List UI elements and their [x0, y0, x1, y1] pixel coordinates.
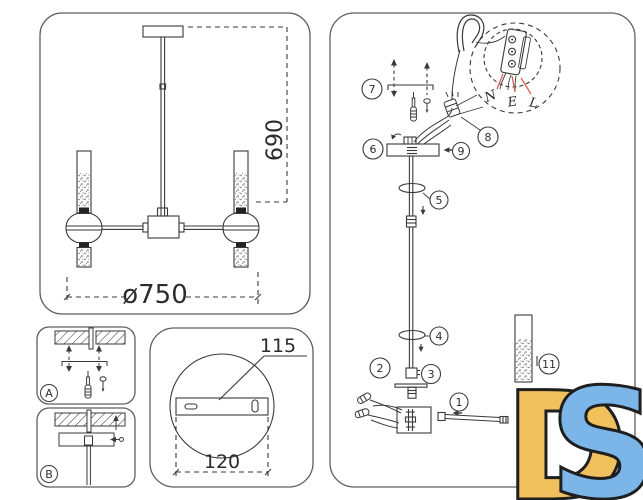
- slot-spacing-label: 115: [260, 335, 296, 357]
- step-b-badge: [40, 465, 58, 483]
- leader-e: [511, 75, 516, 93]
- ring-upper: [398, 182, 431, 215]
- callout-8: 8: [485, 131, 492, 144]
- left-lamp: [65, 150, 103, 268]
- step-a-label: A: [45, 387, 53, 400]
- leader-n: [496, 73, 504, 90]
- terminal-block: [500, 28, 531, 76]
- screwdriver-icon: [410, 92, 417, 122]
- height-dimension-label: 690: [263, 119, 288, 161]
- rod-joint: [159, 83, 167, 90]
- hanging-rod: [405, 156, 417, 368]
- canopy-assembly: [386, 133, 452, 157]
- anchor-screw: [88, 327, 94, 350]
- step-b-label: B: [45, 468, 53, 481]
- callout-6: 6: [370, 143, 377, 156]
- callout-7: 7: [369, 83, 376, 96]
- callout-2: 2: [377, 362, 384, 375]
- callouts: [361, 78, 560, 412]
- right-lamp: [222, 150, 260, 268]
- arm-rod: [437, 410, 509, 424]
- ceiling-hatch-right: [95, 330, 126, 345]
- ceiling-hook: [456, 14, 485, 53]
- bracket-detail-panel: 115 120: [149, 327, 314, 488]
- hub-assembly: [394, 367, 432, 434]
- rod-head: [84, 435, 93, 446]
- diameter-dimension-label: ø750: [122, 280, 188, 310]
- callout-3: 3: [428, 368, 435, 381]
- set-screw-icon: [119, 437, 124, 442]
- overview-panel-border: [39, 12, 311, 315]
- bracket-step: [387, 59, 434, 122]
- step-b-panel: B: [36, 407, 136, 488]
- height-dimension: [188, 26, 288, 203]
- cable-clamp: [403, 136, 417, 145]
- callout-5: 5: [436, 194, 443, 207]
- callout-4: 4: [436, 330, 443, 343]
- terminal-l-label: L: [527, 95, 539, 111]
- ceiling-canopy: [142, 25, 184, 38]
- terminal-e-label: E: [506, 94, 519, 110]
- ceiling-hatch-left: [54, 330, 90, 345]
- assembly-panel: N E L: [329, 12, 636, 488]
- overview-panel: 690 ø750: [39, 12, 311, 315]
- rod-coupler: [405, 215, 417, 228]
- logo-letter-d: D: [504, 361, 629, 500]
- terminal-n-label: N: [482, 87, 500, 106]
- glass-shade: [514, 314, 538, 383]
- step-a-border: [36, 326, 136, 405]
- step-a-badge: [40, 384, 58, 402]
- hub-body: [396, 406, 432, 434]
- wiring-detail: N E L: [455, 22, 561, 115]
- chandelier-drawing: [65, 25, 260, 268]
- wire-connector: [443, 90, 461, 118]
- plate-width-dimension: [175, 417, 269, 477]
- canopy-plate: [58, 432, 115, 447]
- ceiling-cup-outline: [169, 353, 275, 459]
- mounting-bracket: [61, 361, 108, 366]
- slot-left: [184, 403, 198, 410]
- step-a-panel: A: [36, 326, 136, 405]
- slot-right: [251, 399, 259, 413]
- diameter-dimension: [63, 272, 262, 304]
- leader-l: [520, 77, 532, 95]
- screwdriver-icon: [84, 371, 92, 399]
- plate-width-label: 120: [204, 451, 240, 473]
- logo-letter-s: S: [549, 356, 643, 500]
- callout-9: 9: [458, 145, 465, 158]
- screw-icon: [423, 98, 431, 113]
- mounting-bar: [175, 397, 269, 416]
- ring-lower: [398, 329, 430, 352]
- step-b-border: [36, 407, 136, 488]
- callout-1: 1: [456, 396, 463, 409]
- callout-11: 11: [542, 358, 556, 371]
- brand-watermark: D S: [503, 355, 643, 500]
- hanging-pin: [86, 409, 92, 433]
- screw-icon: [99, 376, 107, 392]
- wire-plugs: [354, 392, 403, 429]
